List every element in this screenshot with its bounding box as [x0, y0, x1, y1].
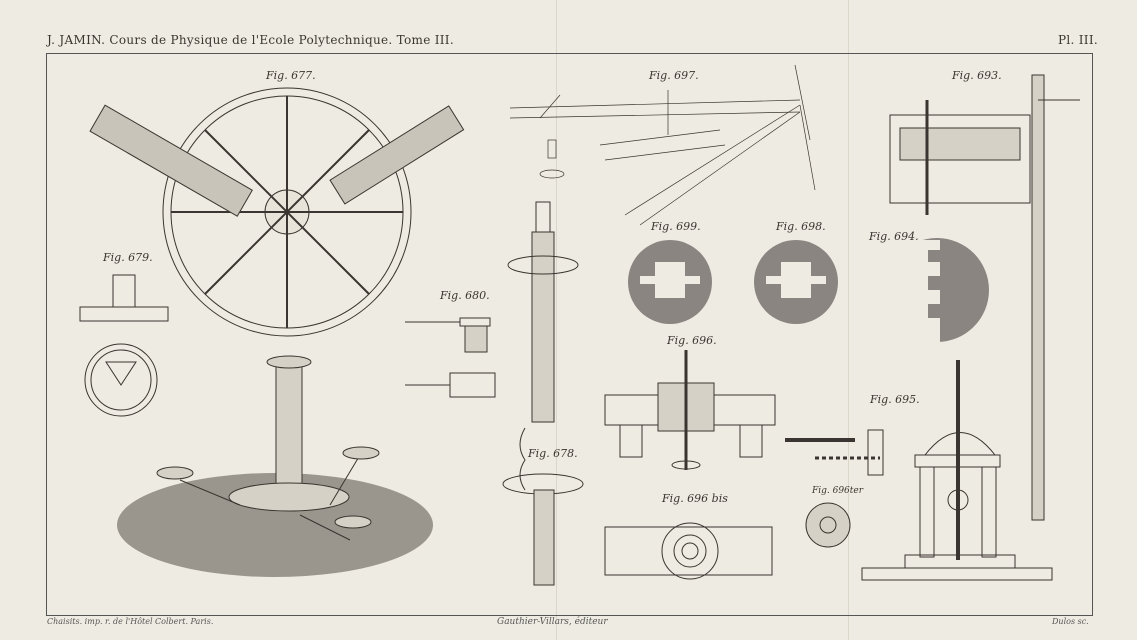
fig696bis-drawing [604, 522, 773, 580]
goniometer-drawing [89, 87, 465, 577]
plate-frame [46, 53, 1093, 616]
fold-line [556, 0, 557, 640]
fig678-column [502, 201, 584, 586]
fig696-drawing [604, 350, 776, 470]
fig-label-698: Fig. 698. [776, 220, 826, 233]
fig-label-695: Fig. 695. [870, 393, 920, 406]
fig693-drawing [889, 74, 1080, 521]
fig-label-678: Fig. 678. [528, 447, 578, 460]
plate-header-title: J. JAMIN. Cours de Physique de l'Ecole P… [47, 33, 454, 47]
fig-label-694: Fig. 694. [869, 230, 919, 243]
fig679-drawing [79, 274, 169, 417]
fig-label-696: Fig. 696. [667, 334, 717, 347]
fig-label-699: Fig. 699. [651, 220, 701, 233]
fig-label-693: Fig. 693. [952, 69, 1002, 82]
fig-label-696bis: Fig. 696 bis [662, 492, 728, 505]
plate-number: Pl. III. [1058, 33, 1098, 47]
fig-label-677: Fig. 677. [266, 69, 316, 82]
fig-label-697: Fig. 697. [649, 69, 699, 82]
footer-engraver: Dulos sc. [1052, 617, 1089, 626]
fold-line [848, 0, 849, 640]
fig680-drawing [405, 317, 496, 398]
fig-label-680: Fig. 680. [440, 289, 490, 302]
fig697-ray-diagram [509, 64, 816, 226]
footer-publisher: Gauthier-Villars, éditeur [497, 617, 608, 627]
fig-label-679: Fig. 679. [103, 251, 153, 264]
footer-printer: Chaisits. imp. r. de l'Hôtel Colbert. Pa… [47, 617, 214, 626]
fig696ter-wheel [805, 502, 851, 548]
fig695-drawing [785, 360, 1053, 581]
fig-label-696ter: Fig. 696ter [812, 486, 864, 496]
